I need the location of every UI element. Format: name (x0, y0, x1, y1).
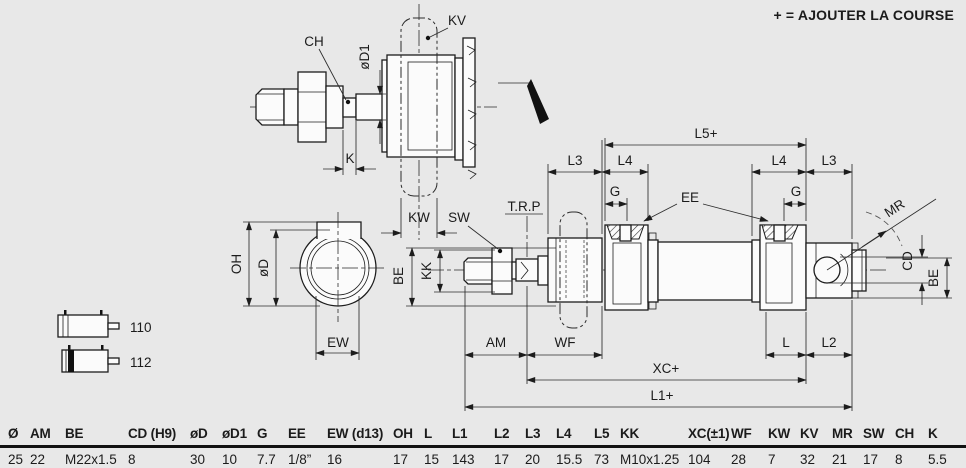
variant-label: 112 (130, 355, 152, 370)
table-rule (0, 445, 966, 448)
table-value-cell: 104 (688, 452, 711, 467)
variant-112: 112 (61, 345, 152, 373)
dim-label-sw: SW (448, 210, 470, 225)
dim-label-k: K (345, 151, 354, 166)
table-header-cell: KV (800, 426, 819, 441)
table-header-cell: EW (d13) (327, 426, 384, 441)
table-value-cell: 20 (525, 452, 541, 467)
dim-label-trp: T.R.P (507, 199, 540, 214)
table-header-cell: L5 (594, 426, 610, 441)
table-value-cell: 25 (8, 452, 24, 467)
main-side-view: MR SW T.R.P L5+ L3 L4 (391, 126, 952, 411)
table-value-cell: 10 (222, 452, 238, 467)
dim-label-l: L (782, 335, 790, 350)
end-view: OH øD EW (229, 212, 386, 360)
table-value-row: 25 22 M22x1.5 8 30 10 7.7 1/8” 16 17 15 143 17 20 15.5… (0, 450, 966, 468)
table-value-cell: 8 (895, 452, 903, 467)
table-value-cell: M10x1.25 (620, 452, 680, 467)
table-value-cell: 7.7 (257, 452, 276, 467)
table-header-cell: MR (832, 426, 853, 441)
dim-label-wf: WF (555, 335, 576, 350)
dim-label-be-right: BE (926, 269, 941, 287)
table-header-row: Ø AM BE CD (H9) øD øD1 G EE EW (d13) OH L L1 L2 L3 L4 L… (0, 423, 966, 444)
table-value-cell: 17 (393, 452, 409, 467)
table-value-cell: 21 (832, 452, 848, 467)
table-value-cell: 32 (800, 452, 816, 467)
dim-label-l5: L5+ (695, 126, 718, 141)
table-header-cell: K (928, 426, 938, 441)
variant-pictograms: 110 112 (57, 310, 152, 373)
table-value-cell: 17 (863, 452, 879, 467)
technical-drawing: CH KV øD1 K KW (57, 4, 952, 411)
table-value-cell: 15.5 (556, 452, 583, 467)
table-value-cell: 143 (452, 452, 475, 467)
table-header-cell: BE (65, 426, 84, 441)
table-value-cell: 28 (731, 452, 747, 467)
dim-label-l2: L2 (821, 335, 836, 350)
table-header-cell: SW (863, 426, 885, 441)
table-value-cell: 5.5 (928, 452, 947, 467)
view-direction-arrow (527, 79, 549, 124)
dim-label-kv: KV (448, 13, 466, 28)
table-header-cell: EE (288, 426, 306, 441)
table-header-cell: L1 (452, 426, 468, 441)
table-header-cell: G (257, 426, 268, 441)
table-header-cell: øD1 (222, 426, 247, 441)
dim-label-ch: CH (304, 34, 324, 49)
top-detail-view: CH KV øD1 K KW (250, 4, 549, 240)
table-value-cell: 73 (594, 452, 610, 467)
dim-label-be-left: BE (391, 267, 406, 285)
dim-label-ew: EW (327, 335, 349, 350)
dim-label-l3-left: L3 (567, 153, 582, 168)
table-value-cell: 30 (190, 452, 206, 467)
table-header-cell: KK (620, 426, 640, 441)
table-value-cell: M22x1.5 (65, 452, 117, 467)
dim-label-od1: øD1 (357, 44, 372, 70)
dim-label-l1: L1+ (651, 388, 674, 403)
dim-label-xc: XC+ (653, 361, 680, 376)
table-header-cell: XC(±1) (688, 426, 730, 441)
table-value-cell: 16 (327, 452, 343, 467)
dim-label-l4-left: L4 (617, 153, 633, 168)
table-value-cell: 15 (424, 452, 440, 467)
table-header-cell: WF (731, 426, 752, 441)
table-value-cell: 17 (494, 452, 510, 467)
table-value-cell: 22 (30, 452, 46, 467)
table-value-cell: 1/8” (288, 452, 312, 467)
table-header-cell: CH (895, 426, 915, 441)
table-header-cell: L3 (525, 426, 541, 441)
table-header-cell: KW (768, 426, 791, 441)
dim-label-am: AM (486, 335, 506, 350)
table-header-cell: L2 (494, 426, 510, 441)
dim-label-od: øD (256, 259, 271, 277)
variant-110: 110 (57, 310, 152, 338)
dimensions-table: Ø AM BE CD (H9) øD øD1 G EE EW (d13) OH L L1 L2 L3 L4 L… (0, 423, 966, 468)
table-header-cell: OH (393, 426, 413, 441)
table-header-cell: AM (30, 426, 51, 441)
dim-label-g-left: G (610, 184, 621, 199)
table-value-cell: 7 (768, 452, 776, 467)
dim-label-l3-right: L3 (821, 153, 836, 168)
dim-label-kw: KW (408, 210, 430, 225)
dim-label-ee: EE (681, 190, 699, 205)
dim-label-g-right: G (791, 184, 802, 199)
variant-label: 110 (130, 320, 152, 335)
table-value-cell: 8 (128, 452, 136, 467)
table-header-cell: L4 (556, 426, 572, 441)
dim-label-oh: OH (229, 254, 244, 274)
dim-label-kk: KK (419, 262, 434, 280)
dim-label-mr: MR (882, 196, 908, 220)
table-header-cell: L (424, 426, 433, 441)
stroke-note: + = AJOUTER LA COURSE (773, 7, 954, 23)
table-header-cell: øD (190, 426, 208, 441)
table-header-cell: CD (H9) (128, 426, 177, 441)
dim-label-l4-right: L4 (771, 153, 787, 168)
table-header-cell: Ø (8, 426, 19, 441)
dim-label-cd: CD (900, 251, 915, 271)
